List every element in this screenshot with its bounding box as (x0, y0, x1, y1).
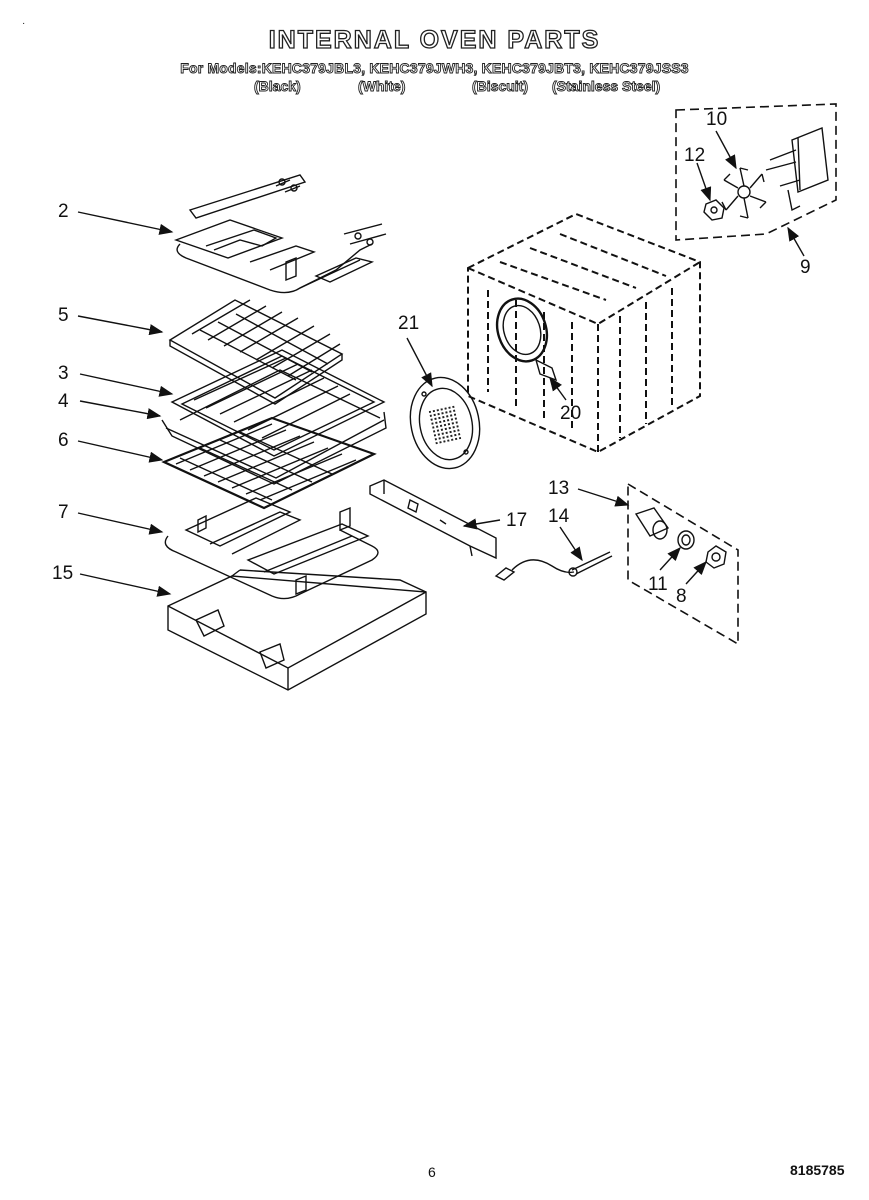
callout-10: 10 (706, 109, 728, 130)
variant-biscuit: (Biscuit) (472, 78, 529, 95)
callout-8: 8 (676, 586, 687, 607)
leader-10 (715, 130, 737, 170)
bake-element (164, 497, 379, 600)
fan-cover (409, 376, 481, 470)
convection-element (495, 297, 558, 382)
page-number: 6 (428, 1164, 436, 1180)
leader-5 (77, 315, 164, 336)
leader-21 (406, 337, 433, 388)
fan-blade (721, 167, 767, 219)
convection-motor (765, 127, 829, 212)
light-assembly-box (627, 482, 739, 646)
leader-11 (659, 546, 681, 571)
callout-14: 14 (548, 506, 570, 527)
variant-stainless: (Stainless Steel) (552, 78, 661, 95)
callout-9: 9 (800, 257, 811, 278)
document-number: 8185785 (790, 1162, 845, 1178)
leader-12 (696, 162, 712, 202)
callout-4: 4 (58, 391, 69, 412)
leader-15 (79, 573, 172, 597)
variant-black: (Black) (254, 78, 302, 95)
callout-5: 5 (58, 305, 69, 326)
callout-13: 13 (548, 478, 570, 499)
page-title: INTERNAL OVEN PARTS (268, 25, 601, 54)
corner-mark: · (22, 18, 26, 29)
callout-20: 20 (560, 403, 582, 424)
oven-cavity (467, 212, 701, 454)
broiler-pan-grid (168, 299, 344, 405)
leader-14 (559, 526, 583, 562)
callout-6: 6 (58, 430, 69, 451)
broil-element (173, 174, 387, 294)
leader-6 (77, 440, 164, 463)
fan-nut (703, 199, 725, 221)
oven-rack-dark (161, 416, 377, 510)
leader-3 (79, 373, 174, 397)
mounting-bracket (369, 479, 497, 560)
drip-tray (167, 569, 427, 691)
callout-15: 15 (52, 563, 74, 584)
oven-rack-upper (161, 369, 387, 485)
callout-2: 2 (58, 201, 69, 222)
leader-20 (549, 376, 567, 401)
broiler-pan (170, 349, 386, 457)
callout-21: 21 (398, 313, 420, 334)
leader-2 (77, 211, 174, 235)
callout-12: 12 (684, 145, 706, 166)
light-socket (634, 507, 670, 540)
callout-11: 11 (648, 574, 668, 595)
leader-17 (462, 518, 501, 530)
leader-4 (79, 400, 162, 420)
light-lens (705, 545, 727, 569)
meat-probe (494, 551, 613, 581)
callout-7: 7 (58, 502, 69, 523)
variant-white: (White) (358, 78, 406, 95)
leader-9 (787, 226, 805, 257)
motor-assembly-box (675, 103, 837, 241)
callout-17: 17 (506, 510, 528, 531)
models-line: For Models:KEHC379JBL3, KEHC379JWH3, KEH… (180, 60, 689, 77)
leader-7 (77, 512, 164, 535)
leader-8 (685, 560, 707, 585)
leader-13 (577, 488, 630, 507)
light-gasket (677, 530, 695, 550)
callout-3: 3 (58, 363, 69, 384)
